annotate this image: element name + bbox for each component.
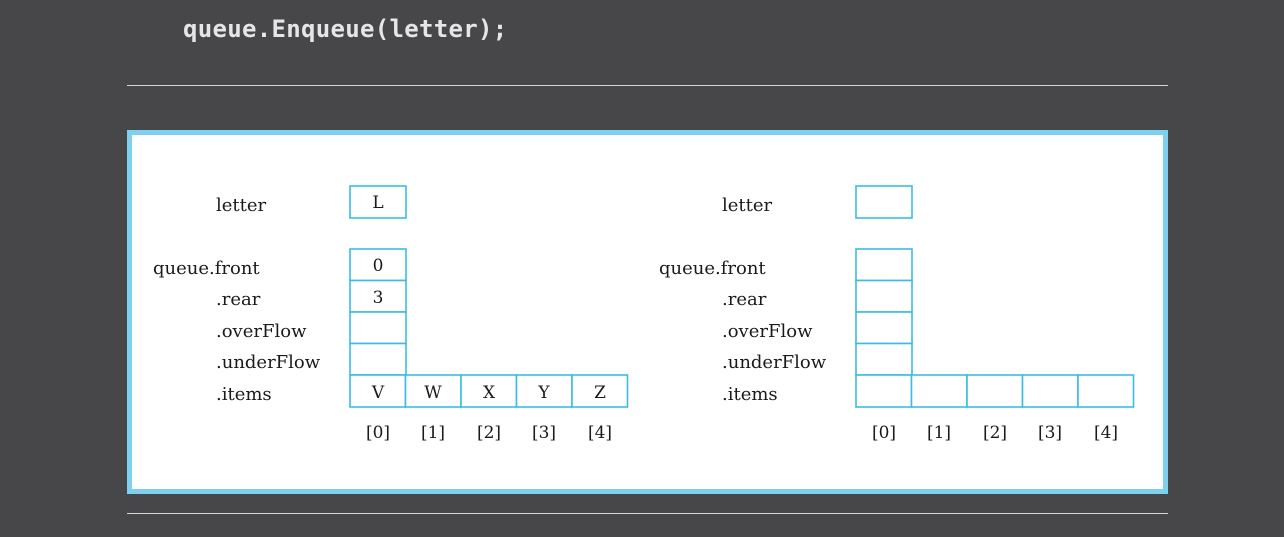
items-cell-3 — [515, 374, 573, 408]
items-cell-4 — [571, 374, 629, 408]
code-statement: queue.Enqueue(letter); — [183, 15, 508, 43]
index-label-1: [1] — [421, 423, 445, 443]
letter-cell — [855, 185, 913, 219]
items-cell-1 — [910, 374, 968, 408]
index-label-3: [3] — [1038, 423, 1062, 443]
overflow-cell — [855, 311, 913, 345]
front-cell — [855, 248, 913, 282]
front-value: 0 — [373, 256, 384, 276]
underflow-cell — [349, 342, 407, 376]
overflow-cell — [349, 311, 407, 345]
bottom-divider — [127, 513, 1168, 514]
letter-value: L — [372, 193, 383, 213]
queue-diagram-before: letter queue.front .rear .overFlow .unde… — [153, 185, 629, 443]
label-rear: .rear — [216, 289, 261, 310]
index-label-1: [1] — [927, 423, 951, 443]
index-label-3: [3] — [532, 423, 556, 443]
items-cell-0 — [855, 374, 913, 408]
underflow-cell — [855, 342, 913, 376]
letter-cell — [349, 185, 407, 219]
diagram-panel: letter queue.front .rear .overFlow .unde… — [127, 130, 1168, 494]
label-items: .items — [722, 384, 778, 405]
queue-diagrams: letter queue.front .rear .overFlow .unde… — [153, 185, 1135, 443]
index-label-4: [4] — [1094, 423, 1118, 443]
label-queue-front: queue.front — [153, 258, 260, 279]
label-rear: .rear — [722, 289, 767, 310]
items-value-0: V — [371, 383, 385, 403]
queue-diagram-after: letter queue.front .rear .overFlow .unde… — [659, 185, 1135, 443]
items-cell-4 — [1077, 374, 1135, 408]
items-value-3: Y — [537, 383, 550, 403]
items-cell-1 — [404, 374, 462, 408]
index-label-2: [2] — [477, 423, 501, 443]
label-underflow: .underFlow — [722, 352, 827, 373]
label-queue-front: queue.front — [659, 258, 766, 279]
index-label-0: [0] — [872, 423, 896, 443]
rear-value: 3 — [373, 288, 384, 308]
index-label-4: [4] — [588, 423, 612, 443]
top-divider — [127, 85, 1168, 86]
label-overflow: .overFlow — [216, 321, 307, 342]
label-letter: letter — [216, 195, 267, 216]
items-cell-3 — [1021, 374, 1079, 408]
items-value-4: Z — [594, 383, 606, 403]
label-overflow: .overFlow — [722, 321, 813, 342]
label-underflow: .underFlow — [216, 352, 321, 373]
items-value-2: X — [483, 383, 496, 403]
items-cell-2 — [460, 374, 518, 408]
index-label-2: [2] — [983, 423, 1007, 443]
items-value-1: W — [424, 383, 442, 403]
index-label-0: [0] — [366, 423, 390, 443]
label-items: .items — [216, 384, 272, 405]
rear-cell — [855, 279, 913, 313]
label-letter: letter — [722, 195, 773, 216]
items-cell-2 — [966, 374, 1024, 408]
